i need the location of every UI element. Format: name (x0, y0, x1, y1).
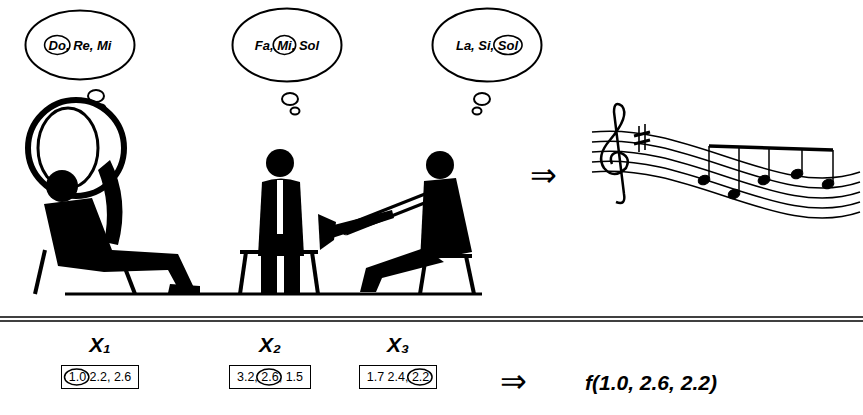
variable-node: X₂ 3.2, 2.6, 1.5 (229, 333, 311, 389)
treble-clef (601, 104, 628, 203)
value-list: 1.7 2.4, 2.2 (367, 369, 430, 385)
value-box: 1.0 2.2, 2.6 (61, 365, 140, 389)
thought-text: Fa, Mi, Sol (255, 38, 319, 53)
bubble-outline (433, 9, 542, 82)
variable-node: X₁ 1.0 2.2, 2.6 (61, 333, 140, 389)
notes (697, 146, 835, 200)
value-box: 1.7 2.4, 2.2 (359, 365, 438, 389)
bubble-outline (233, 9, 342, 82)
clarinet-player (240, 149, 318, 294)
sharp-sign (634, 124, 650, 152)
variable-name: X₃ (387, 333, 409, 357)
value-box: 3.2, 2.6, 1.5 (229, 365, 311, 389)
value-list: 1.0 2.2, 2.6 (69, 369, 132, 385)
tuba-player (28, 100, 200, 294)
variable-node: X₃ 1.7 2.4, 2.2 (359, 333, 438, 389)
bubble-outline (26, 11, 135, 80)
function-label: f(1.0, 2.6, 2.2) (585, 371, 717, 395)
arrow-symbol: ⇒ (530, 156, 557, 194)
value-list: 3.2, 2.6, 1.5 (237, 369, 303, 385)
thought-bubble: La, Si, Sol (431, 7, 543, 83)
thought-text: La, Si, Sol (456, 38, 518, 53)
divider-line (0, 320, 863, 322)
thought-text: Do, Re, Mi (49, 38, 112, 53)
divider-line (0, 316, 863, 318)
thought-trail (88, 90, 490, 115)
thought-bubble: Fa, Mi, Sol (231, 7, 343, 83)
arrow-symbol: ⇒ (500, 362, 527, 400)
thought-bubble: Do, Re, Mi (24, 9, 136, 81)
variable-name: X₂ (259, 333, 281, 357)
variable-name: X₁ (89, 333, 110, 357)
music-staff (592, 131, 860, 218)
trombone-player (318, 151, 474, 294)
